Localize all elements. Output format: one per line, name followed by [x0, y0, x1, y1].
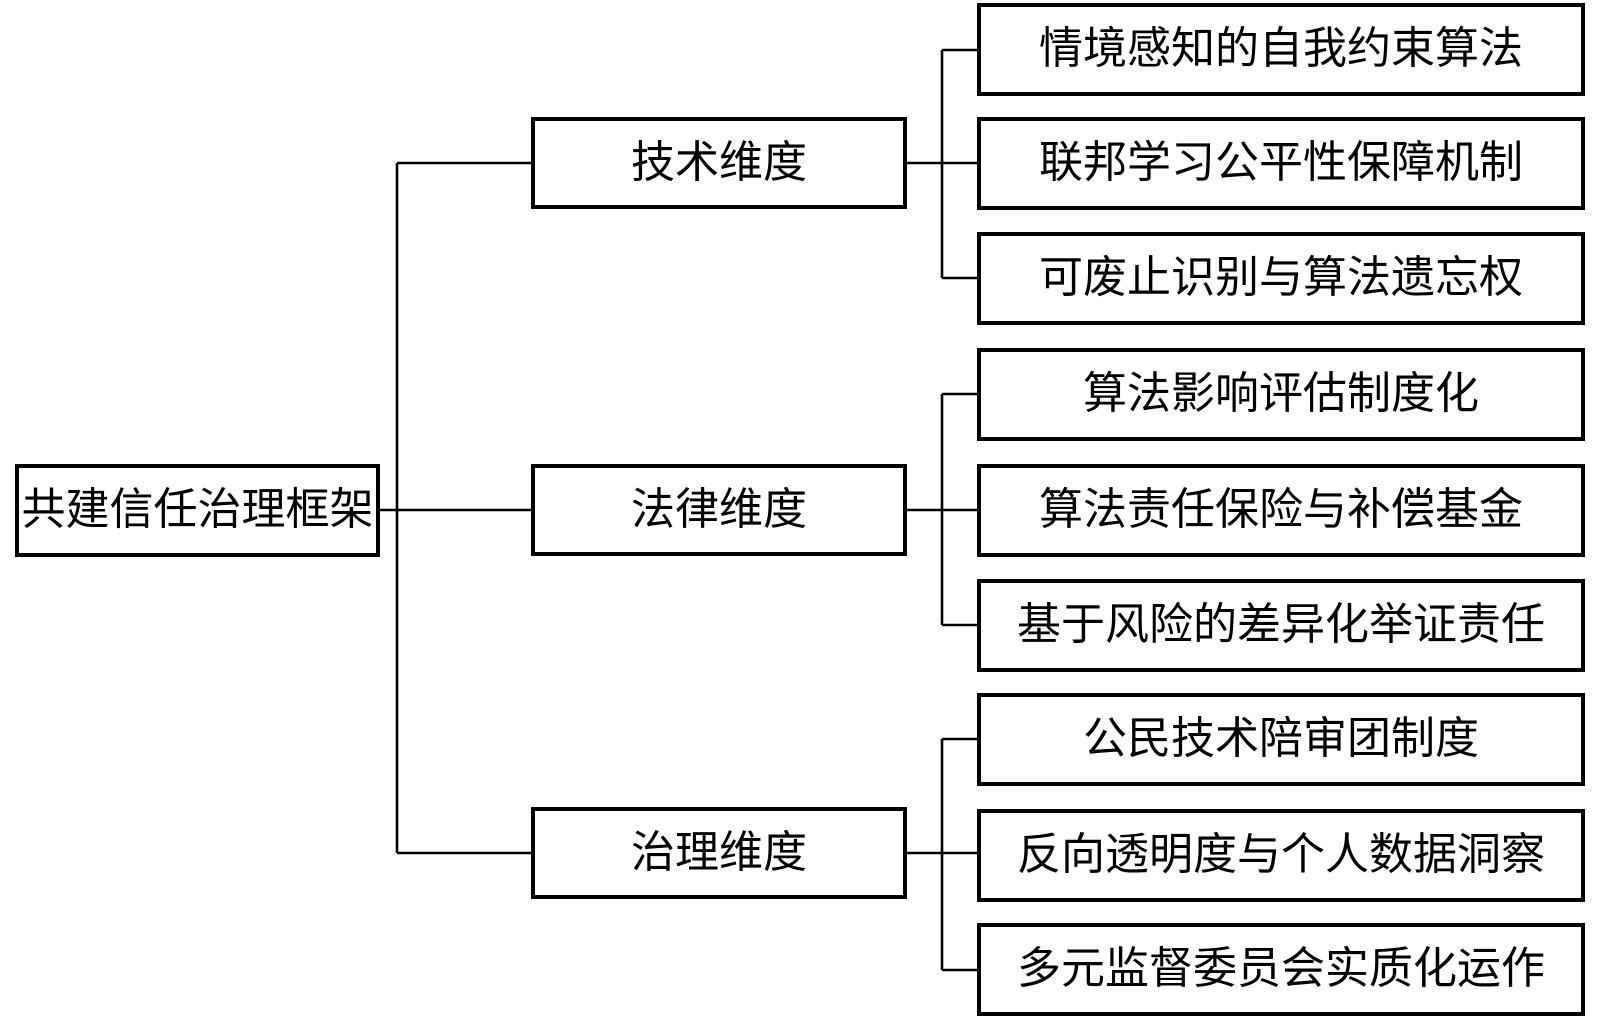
- leaf-node: 反向透明度与个人数据洞察: [977, 809, 1585, 902]
- branch-node-label: 治理维度: [631, 827, 807, 877]
- leaf-node: 基于风险的差异化举证责任: [977, 579, 1585, 672]
- leaf-node: 算法责任保险与补偿基金: [977, 464, 1585, 557]
- leaf-node-label: 多元监督委员会实质化运作: [1017, 944, 1545, 994]
- leaf-node-label: 反向透明度与个人数据洞察: [1017, 830, 1545, 880]
- leaf-node: 情境感知的自我约束算法: [977, 3, 1585, 96]
- branch-node-label: 法律维度: [631, 484, 807, 534]
- leaf-node-label: 算法影响评估制度化: [1083, 369, 1479, 419]
- leaf-node-label: 公民技术陪审团制度: [1083, 714, 1479, 764]
- leaf-node-label: 基于风险的差异化举证责任: [1017, 600, 1545, 650]
- leaf-node: 公民技术陪审团制度: [977, 693, 1585, 786]
- root-node: 共建信任治理框架: [15, 464, 380, 557]
- branch-node-legal: 法律维度: [531, 464, 907, 556]
- leaf-node-label: 联邦学习公平性保障机制: [1039, 138, 1523, 188]
- branch-node-label: 技术维度: [631, 137, 807, 187]
- leaf-node: 联邦学习公平性保障机制: [977, 117, 1585, 210]
- leaf-node: 可废止识别与算法遗忘权: [977, 232, 1585, 325]
- leaf-node: 多元监督委员会实质化运作: [977, 923, 1585, 1016]
- leaf-node-label: 算法责任保险与补偿基金: [1039, 485, 1523, 535]
- leaf-node: 算法影响评估制度化: [977, 348, 1585, 441]
- leaf-node-label: 情境感知的自我约束算法: [1039, 24, 1523, 74]
- leaf-node-label: 可废止识别与算法遗忘权: [1039, 253, 1523, 303]
- root-node-label: 共建信任治理框架: [21, 485, 374, 535]
- branch-node-governance: 治理维度: [531, 807, 907, 899]
- branch-node-technical: 技术维度: [531, 117, 907, 209]
